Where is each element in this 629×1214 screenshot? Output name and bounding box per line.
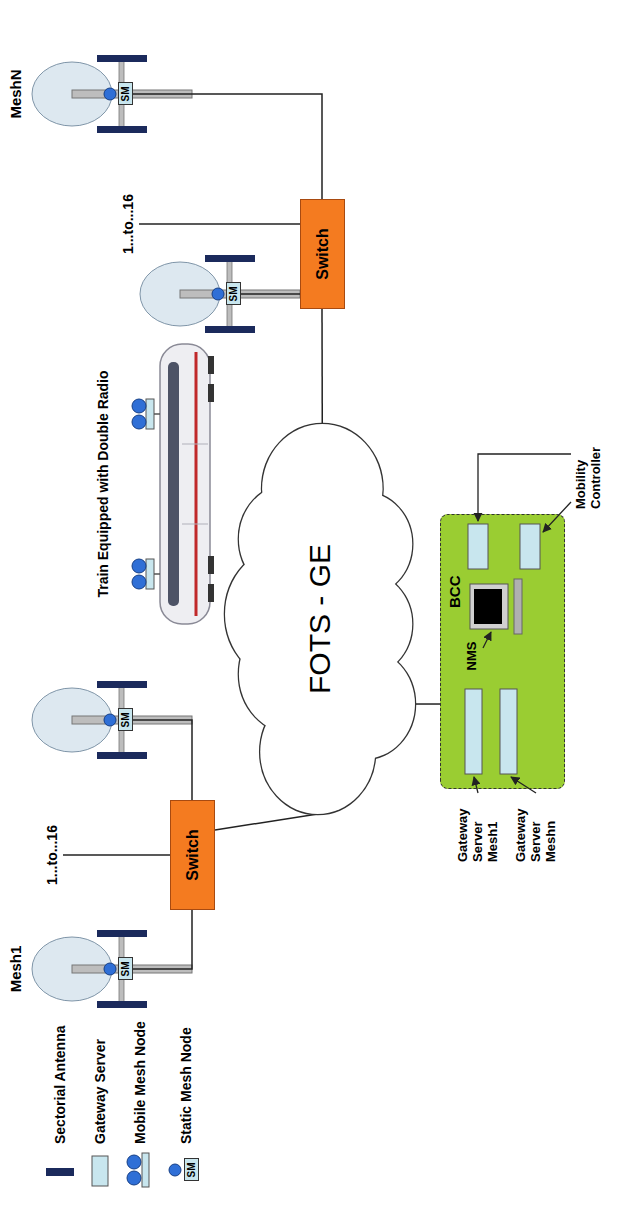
radio-base bbox=[146, 399, 154, 429]
diagram-label: Mesh1 bbox=[7, 946, 24, 993]
leader-arrow bbox=[511, 777, 536, 793]
legend-text: Static Mesh Node bbox=[178, 1027, 194, 1144]
train-door bbox=[182, 524, 208, 525]
train-door bbox=[182, 444, 208, 445]
network-link bbox=[415, 703, 440, 705]
node-text: SM bbox=[186, 1163, 197, 1178]
static-mesh-node: SM bbox=[184, 1159, 199, 1182]
leader-arrow bbox=[543, 502, 571, 532]
diagram-label: Train Equipped with Double Radio bbox=[95, 369, 111, 599]
leader-arrow bbox=[478, 454, 571, 521]
monitor-screen bbox=[474, 589, 502, 624]
diagram-label: Gateway Server Meshn bbox=[514, 798, 559, 862]
network-link bbox=[215, 814, 318, 830]
train-bogie bbox=[208, 384, 214, 402]
diagram-label: 1...to...16 bbox=[120, 194, 136, 254]
network-link bbox=[321, 309, 323, 424]
legend-server-symbol bbox=[92, 1156, 108, 1186]
node-text: SM bbox=[120, 713, 131, 728]
train-bogie bbox=[208, 556, 214, 574]
keyboard-bar bbox=[514, 579, 522, 634]
static-mesh-node: SM bbox=[118, 83, 133, 106]
node-count-line bbox=[63, 854, 170, 856]
node-text: Switch bbox=[314, 228, 332, 280]
diagram-label: Gateway Server Mesh1 bbox=[456, 798, 501, 862]
radio-icon bbox=[132, 415, 146, 429]
diagram-label: NMS bbox=[465, 642, 480, 671]
network-link bbox=[133, 720, 193, 800]
train-windows bbox=[168, 362, 179, 606]
radio-icon bbox=[132, 559, 146, 573]
network-switch: Switch bbox=[300, 199, 345, 309]
diagram-label: Mobility Controller bbox=[574, 423, 604, 509]
train-bogie bbox=[208, 584, 214, 602]
train-bogie bbox=[208, 356, 214, 374]
node-text: BCC bbox=[446, 576, 463, 609]
radio-icon bbox=[132, 399, 146, 413]
static-mesh-node: SM bbox=[118, 709, 133, 732]
train-stripe bbox=[195, 352, 198, 616]
node-count-line bbox=[139, 223, 300, 225]
antenna-tower bbox=[140, 255, 300, 333]
monitor-frame bbox=[470, 584, 508, 629]
node-text: SM bbox=[120, 962, 131, 977]
radio-mount bbox=[154, 573, 160, 575]
network-link bbox=[133, 94, 323, 199]
train-body bbox=[160, 344, 210, 624]
legend-static-symbol bbox=[169, 1164, 181, 1176]
gateway-server-box bbox=[500, 689, 517, 774]
node-text: SM bbox=[120, 87, 131, 102]
diagram-label: MeshN bbox=[7, 69, 24, 118]
mobility-controller-box bbox=[520, 524, 540, 569]
network-link bbox=[241, 293, 301, 295]
node-text: FOTS - GE bbox=[303, 544, 337, 694]
leader-arrow bbox=[474, 777, 478, 793]
radio-base bbox=[146, 559, 154, 589]
node-text: SM bbox=[228, 287, 239, 302]
network-switch: Switch bbox=[170, 800, 215, 910]
legend-mobile-symbol bbox=[127, 1155, 141, 1169]
gateway-server-box bbox=[465, 689, 482, 774]
diagram-label: 1...to...16 bbox=[44, 825, 60, 885]
node-text: Switch bbox=[184, 829, 202, 881]
network-link bbox=[133, 910, 193, 969]
legend-antenna-symbol bbox=[46, 1168, 74, 1176]
legend-text: Sectorial Antenna bbox=[52, 1025, 68, 1144]
legend-mobile-symbol bbox=[127, 1171, 141, 1185]
radio-mount bbox=[154, 413, 160, 415]
legend-text: Mobile Mesh Node bbox=[132, 1021, 148, 1144]
mobility-controller-box bbox=[468, 524, 488, 569]
network-cloud: FOTS - GE bbox=[225, 424, 415, 814]
leader-arrow bbox=[483, 632, 491, 648]
legend-mobile-symbol bbox=[142, 1153, 149, 1187]
legend-text: Gateway Server bbox=[92, 1039, 108, 1144]
radio-icon bbox=[132, 575, 146, 589]
static-mesh-node: SM bbox=[118, 958, 133, 981]
static-mesh-node: SM bbox=[226, 283, 241, 306]
